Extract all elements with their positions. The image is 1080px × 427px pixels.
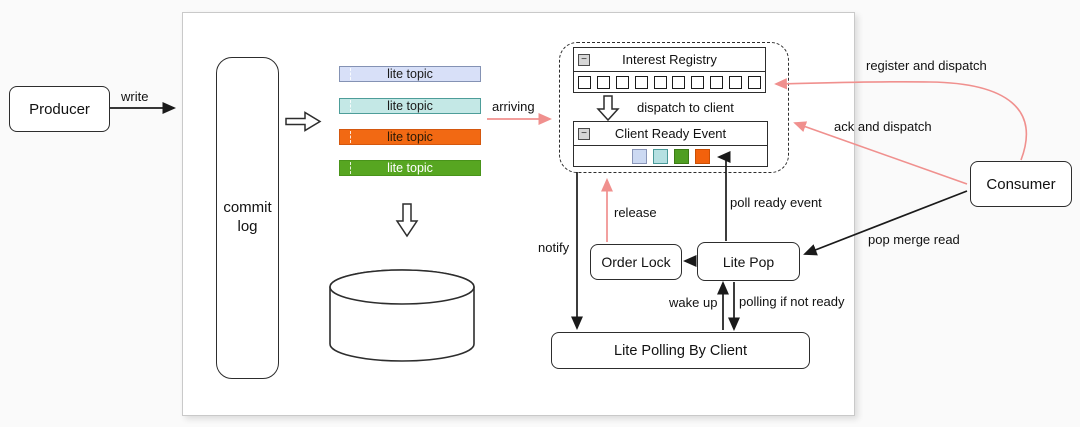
- registry-slot: [672, 75, 686, 89]
- client-ready-event-panel: − Client Ready Event: [573, 121, 768, 167]
- registry-slot: [634, 75, 648, 89]
- interest-registry-panel: − Interest Registry: [573, 47, 766, 93]
- registry-slot: [729, 75, 742, 89]
- lite-topic-label: lite topic: [387, 67, 433, 81]
- commit-log-node: commit log: [216, 57, 279, 379]
- interest-registry-title-row: − Interest Registry: [574, 48, 765, 72]
- bar-segment-divider: [350, 131, 351, 143]
- ready-event-square: [694, 148, 710, 164]
- polling-if-not-ready-label: polling if not ready: [739, 294, 845, 309]
- lite-topic-label: lite topic: [387, 99, 433, 113]
- interest-registry-title: Interest Registry: [622, 52, 717, 67]
- registry-slot: [596, 75, 610, 89]
- lite-topic-bar: lite topic: [339, 66, 481, 82]
- registry-slot: [615, 75, 629, 89]
- client-ready-squares: [574, 146, 767, 166]
- commit-log-label: commit log: [223, 199, 272, 235]
- write-label: write: [121, 89, 149, 104]
- dispatch-to-client-label: dispatch to client: [637, 100, 734, 115]
- ack-and-dispatch-label: ack and dispatch: [834, 119, 932, 134]
- lite-polling-by-client-node: Lite Polling By Client: [551, 332, 810, 369]
- lite-topic-label: lite topic: [387, 130, 433, 144]
- registry-slot: [653, 75, 667, 89]
- register-and-dispatch-label: register and dispatch: [866, 58, 987, 73]
- lite-topic-label: lite topic: [387, 161, 433, 175]
- registry-slot: [691, 75, 705, 89]
- collapse-icon: −: [578, 127, 590, 140]
- bar-segment-divider: [350, 162, 351, 174]
- arriving-label: arriving: [492, 99, 535, 114]
- notify-label: notify: [538, 240, 570, 255]
- order-lock-node: Order Lock: [590, 244, 682, 280]
- lite-topic-bar: lite topic: [339, 98, 481, 114]
- registry-slot: [578, 75, 591, 89]
- collapse-icon: −: [578, 53, 590, 66]
- release-label: release: [614, 205, 657, 220]
- consume-queue-store-label: ConsumeQueue Store: [352, 311, 452, 345]
- registry-slot: [710, 75, 724, 89]
- interest-registry-slots: [574, 72, 765, 92]
- ready-event-square: [673, 148, 689, 164]
- wake-up-label: wake up: [669, 295, 718, 310]
- lite-topic-bar: lite topic: [339, 160, 481, 176]
- consumer-node: Consumer: [970, 161, 1072, 207]
- ready-event-square: [652, 148, 668, 164]
- ready-event-square: [631, 148, 647, 164]
- registry-slot: [747, 75, 761, 89]
- lite-topic-bar: lite topic: [339, 129, 481, 145]
- producer-node: Producer: [9, 86, 110, 132]
- client-ready-title-row: − Client Ready Event: [574, 122, 767, 146]
- bar-segment-divider: [350, 68, 351, 80]
- client-ready-title: Client Ready Event: [614, 126, 727, 141]
- lite-pop-node: Lite Pop: [697, 242, 800, 281]
- bar-segment-divider: [350, 100, 351, 112]
- pop-merge-read-label: pop merge read: [868, 232, 960, 247]
- poll-ready-event-label: poll ready event: [730, 195, 822, 210]
